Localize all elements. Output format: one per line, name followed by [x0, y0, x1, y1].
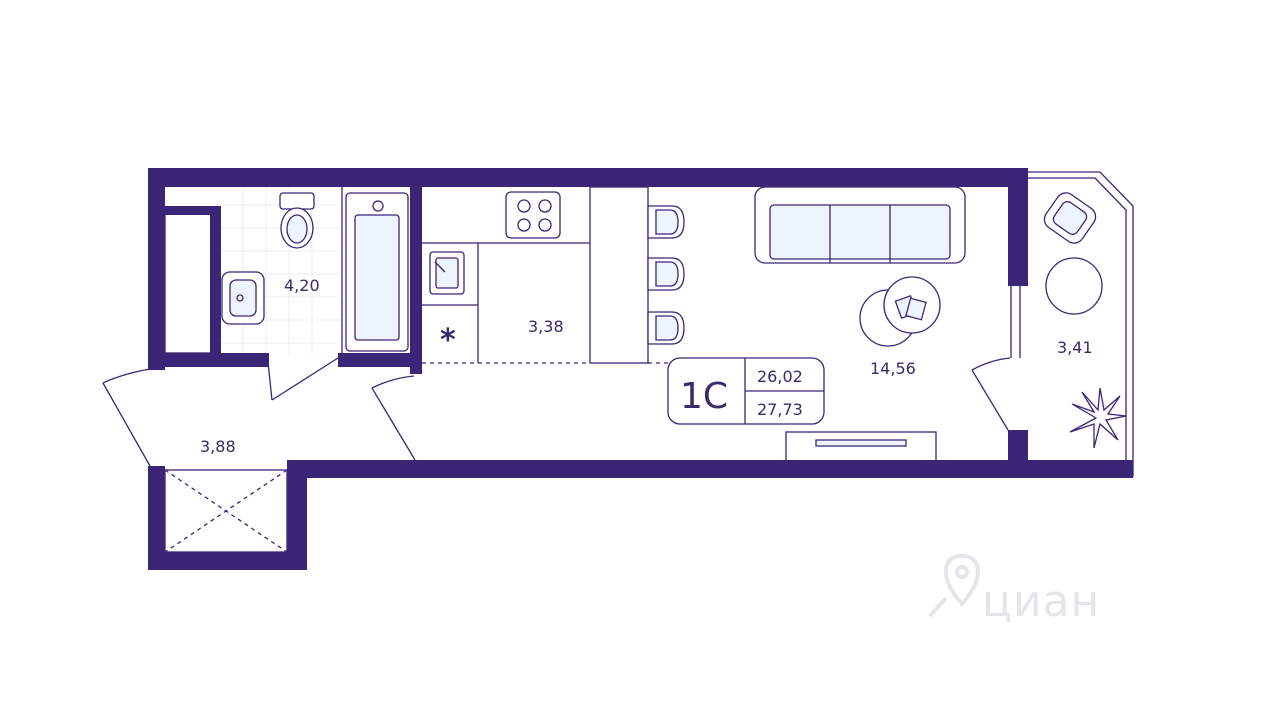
coffee-table [859, 276, 941, 347]
bar-stools [647, 205, 685, 345]
total-area: 27,73 [757, 400, 803, 419]
apartment-badge: 1С 26,02 27,73 [667, 357, 825, 425]
cooktop [505, 191, 561, 239]
kitchen-area: 3,38 [528, 317, 564, 336]
living-area-total: 26,02 [757, 367, 803, 386]
watermark-text: циан [982, 576, 1100, 627]
area-labels: 4,20 3,38 14,56 3,41 3,88 * [200, 276, 1093, 456]
kitchen-sink [429, 251, 465, 295]
apartment-type: 1С [680, 376, 728, 417]
tv-stand [785, 431, 937, 463]
sofa [754, 186, 966, 264]
location-pin-icon [928, 553, 981, 618]
toilet [279, 192, 315, 249]
bathroom-tile-grid [220, 187, 340, 354]
bathroom-area: 4,20 [284, 276, 320, 295]
fixtures [164, 186, 1127, 463]
balcony-area: 3,41 [1057, 338, 1093, 357]
watermark: циан [928, 553, 1100, 627]
living-area: 14,56 [870, 359, 916, 378]
walls [148, 168, 1133, 570]
plant-icon [1069, 387, 1127, 449]
star-mark: * [440, 323, 456, 358]
washbasin [221, 271, 265, 325]
hallway-area: 3,88 [200, 437, 236, 456]
balcony-table [1045, 257, 1103, 315]
balcony-armchair [1043, 192, 1097, 244]
